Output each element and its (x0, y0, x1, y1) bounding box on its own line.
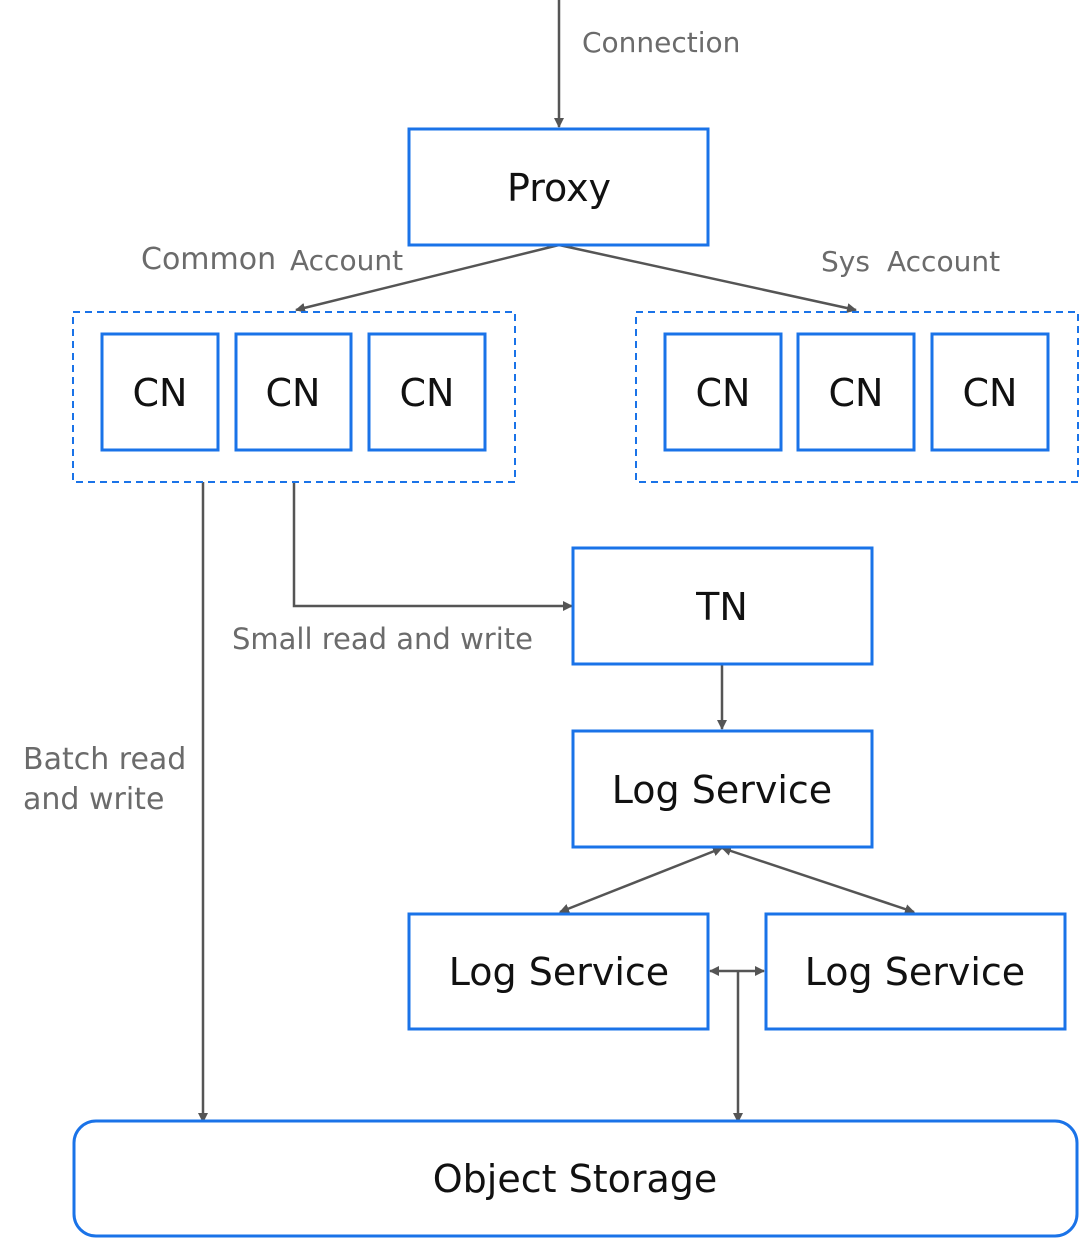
sys-cn-2-label: CN (829, 371, 884, 415)
common-cn-1-label: CN (133, 371, 188, 415)
common-label: Common (141, 242, 276, 277)
log-service-right-node: Log Service (764, 912, 1067, 1031)
proxy-label: Proxy (507, 166, 611, 210)
proxy-node: Proxy (407, 127, 710, 247)
log-service-left-node: Log Service (407, 912, 710, 1031)
common-cn-3-label: CN (400, 371, 455, 415)
edge-common-group-to-tn (292, 482, 573, 611)
edge-log-main-right (721, 846, 915, 914)
sys-label: Sys (821, 245, 870, 278)
sys-cn-1-label: CN (696, 371, 751, 415)
batch-rw-label-line2: and write (23, 782, 164, 817)
edge-proxy-to-common-group (295, 243, 560, 313)
log-service-left-label: Log Service (449, 950, 669, 994)
sys-cn-1-node: CN (663, 332, 783, 452)
log-service-main-label: Log Service (612, 768, 832, 812)
sys-cn-2-node: CN (796, 332, 916, 452)
tn-node: TN (571, 546, 874, 666)
edges (198, 0, 915, 1123)
log-service-main-node: Log Service (571, 729, 874, 849)
common-account-label: Account (290, 244, 403, 277)
common-cn-2-label: CN (266, 371, 321, 415)
batch-rw-label-line1: Batch read (23, 742, 186, 777)
object-storage-node: Object Storage (72, 1119, 1079, 1238)
common-cn-1-node: CN (100, 332, 220, 452)
common-account-group (72, 311, 516, 483)
sys-account-label: Account (887, 245, 1000, 278)
log-service-right-label: Log Service (805, 950, 1025, 994)
tn-label: TN (695, 585, 748, 629)
connection-label: Connection (582, 26, 740, 59)
edge-log-main-left (559, 846, 723, 914)
small-rw-label: Small read and write (232, 622, 533, 656)
sys-cn-3-node: CN (930, 332, 1050, 452)
common-cn-3-node: CN (367, 332, 487, 452)
sys-cn-3-label: CN (963, 371, 1018, 415)
object-storage-label: Object Storage (433, 1157, 718, 1201)
common-cn-2-node: CN (234, 332, 353, 452)
sys-account-group (635, 311, 1079, 483)
edge-proxy-to-sys-group (558, 243, 857, 313)
